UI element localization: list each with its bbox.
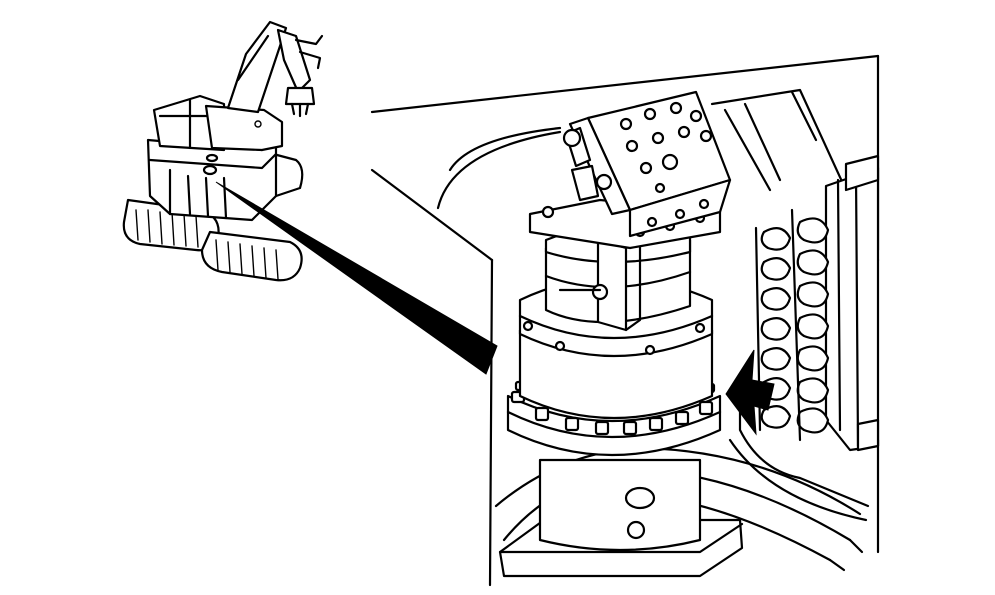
valve-spool-stack-right [796, 217, 830, 434]
control-valve-bank [754, 154, 880, 452]
excavator-overview [122, 20, 324, 282]
swing-motor-assembly [498, 198, 744, 578]
valve-spool-stack-left [760, 227, 792, 429]
location-arrow [725, 349, 775, 436]
swing-motor-valve-block [562, 90, 732, 238]
